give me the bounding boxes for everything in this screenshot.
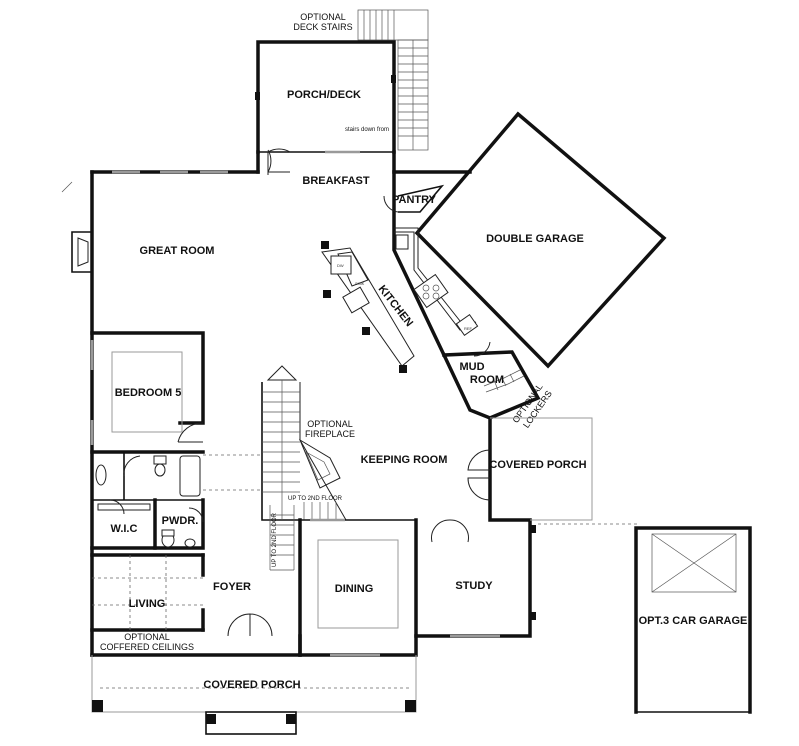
bedroom-5-door[interactable] — [177, 422, 204, 443]
dining-room — [298, 518, 416, 657]
label-optional-deck-stairs-1: OPTIONAL — [300, 12, 346, 22]
label-kitchen: KITCHEN — [376, 283, 416, 329]
label-double-garage: DOUBLE GARAGE — [486, 233, 584, 245]
label-optional-deck-stairs-2: DECK STAIRS — [293, 22, 352, 32]
great-room-fireplace — [61, 181, 92, 273]
label-up-to-2nd-floor-horizontal: UP TO 2ND FLOOR — [288, 496, 343, 502]
study-room — [431, 519, 536, 638]
label-wic: W.I.C — [111, 523, 138, 535]
bedroom-5-bath — [92, 452, 203, 501]
label-study: STUDY — [455, 580, 493, 592]
powder-room — [153, 498, 205, 550]
bedroom-5-room — [90, 331, 205, 454]
label-bedroom-5: BEDROOM 5 — [115, 387, 182, 399]
opt-3-car-garage — [634, 526, 752, 714]
covered-porch-front — [91, 655, 417, 735]
mud-room — [473, 341, 525, 393]
label-covered-porch-front: COVERED PORCH — [203, 679, 300, 691]
kitchen-island — [321, 241, 415, 373]
label-porch-deck: PORCH/DECK — [287, 89, 361, 101]
label-covered-porch-side: COVERED PORCH — [489, 459, 586, 471]
label-stairs-down-from: stairs down from — [345, 127, 389, 133]
top-windows — [90, 170, 228, 445]
label-ref: REF — [464, 326, 473, 331]
label-living: LIVING — [129, 598, 166, 610]
label-optional-fireplace-2: FIREPLACE — [305, 429, 355, 439]
main-stairs — [261, 365, 347, 571]
label-opt-3-car-garage: OPT.3 CAR GARAGE — [639, 615, 748, 627]
optional-deck-stairs — [357, 9, 429, 151]
label-optional-coffered-2: COFFERED CEILINGS — [100, 642, 194, 652]
pantry-door[interactable] — [383, 195, 399, 213]
label-optional-coffered-1: OPTIONAL — [124, 632, 170, 642]
front-door[interactable] — [227, 613, 273, 637]
breakfast-door[interactable] — [267, 149, 290, 173]
label-dining: DINING — [335, 583, 374, 595]
kitchen-counters — [394, 227, 479, 337]
label-breakfast: BREAKFAST — [302, 175, 370, 187]
keeping-room-doors[interactable] — [467, 449, 491, 501]
label-great-room: GREAT ROOM — [140, 245, 215, 257]
label-mud-room-1: MUD — [459, 361, 484, 373]
porch-deck-room — [255, 40, 396, 175]
double-garage — [414, 111, 667, 369]
label-pwdr: PWDR. — [162, 515, 199, 527]
label-mud-room-2: ROOM — [470, 374, 504, 386]
living-room — [90, 553, 205, 632]
label-up-to-2nd-floor-vertical: UP TO 2ND FLOOR — [272, 512, 278, 567]
label-foyer: FOYER — [213, 581, 251, 593]
label-optional-fireplace-1: OPTIONAL — [307, 419, 353, 429]
covered-porch-side — [490, 417, 640, 525]
label-keeping-room: KEEPING ROOM — [361, 454, 448, 466]
label-sink: SINK — [355, 281, 365, 286]
label-pantry: PANTRY — [392, 194, 437, 206]
label-dw: DW — [337, 263, 344, 268]
foyer — [203, 454, 273, 637]
